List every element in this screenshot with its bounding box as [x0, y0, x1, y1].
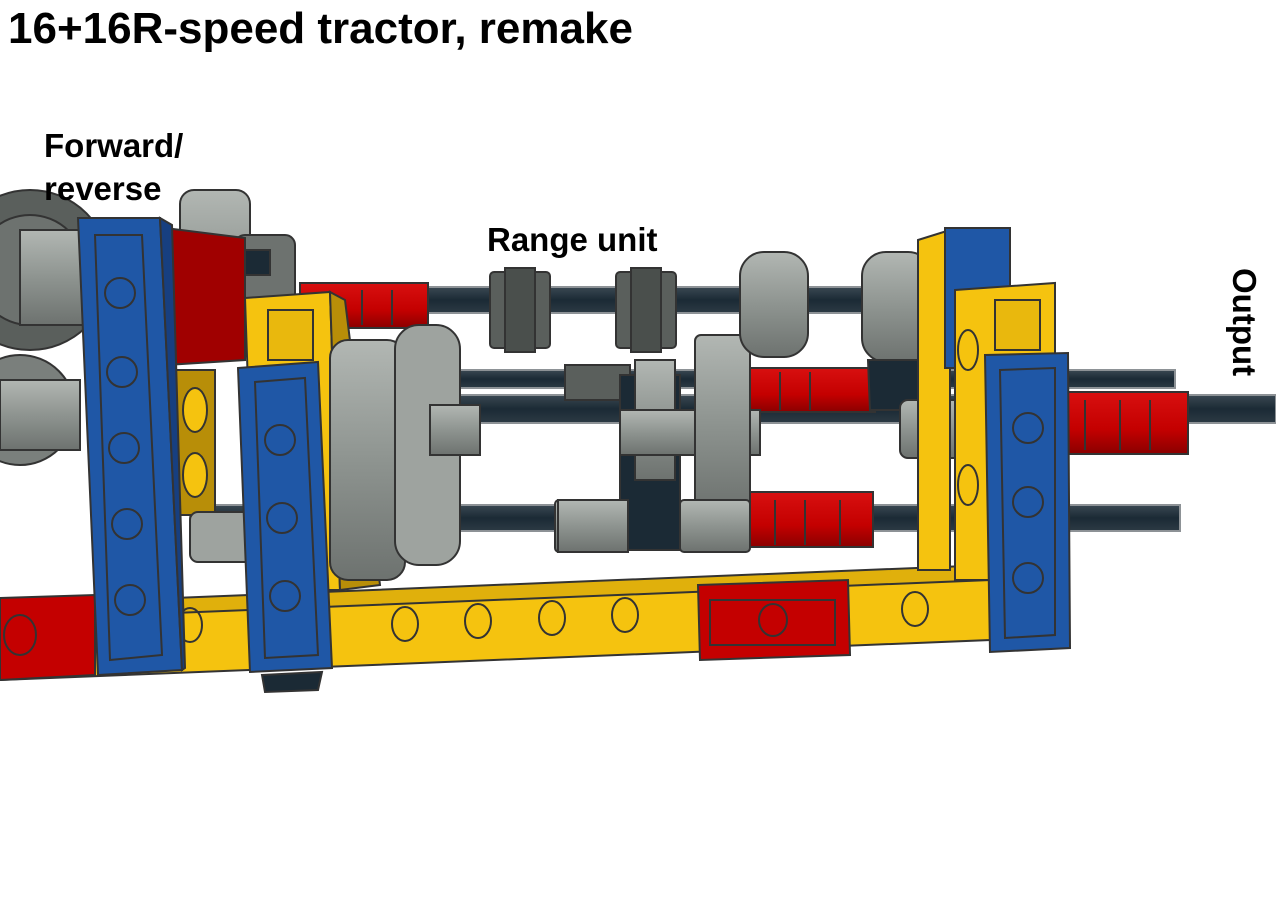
axle-end — [260, 670, 324, 694]
red-connector-middle — [744, 367, 876, 413]
label-forward-reverse: Forward/ reverse — [44, 124, 183, 210]
blue-beam-1 — [76, 216, 187, 677]
label-range-unit: Range unit — [487, 221, 658, 258]
red-connector-output — [1067, 391, 1189, 455]
lower-bushings — [189, 499, 629, 563]
red-panel-back — [164, 226, 246, 367]
red-connector-lower — [747, 491, 874, 548]
blue-beam-2 — [236, 360, 334, 674]
blue-beam-3 — [983, 351, 1072, 654]
label-output: Output — [1226, 268, 1263, 377]
red-plate-left — [0, 593, 96, 682]
center-gear-cluster — [329, 324, 761, 581]
label-forward-reverse-line2: reverse — [44, 170, 162, 207]
red-plate-center — [696, 578, 852, 662]
label-forward-reverse-line1: Forward/ — [44, 127, 184, 164]
page-title: 16+16R-speed tractor, remake — [8, 4, 633, 53]
